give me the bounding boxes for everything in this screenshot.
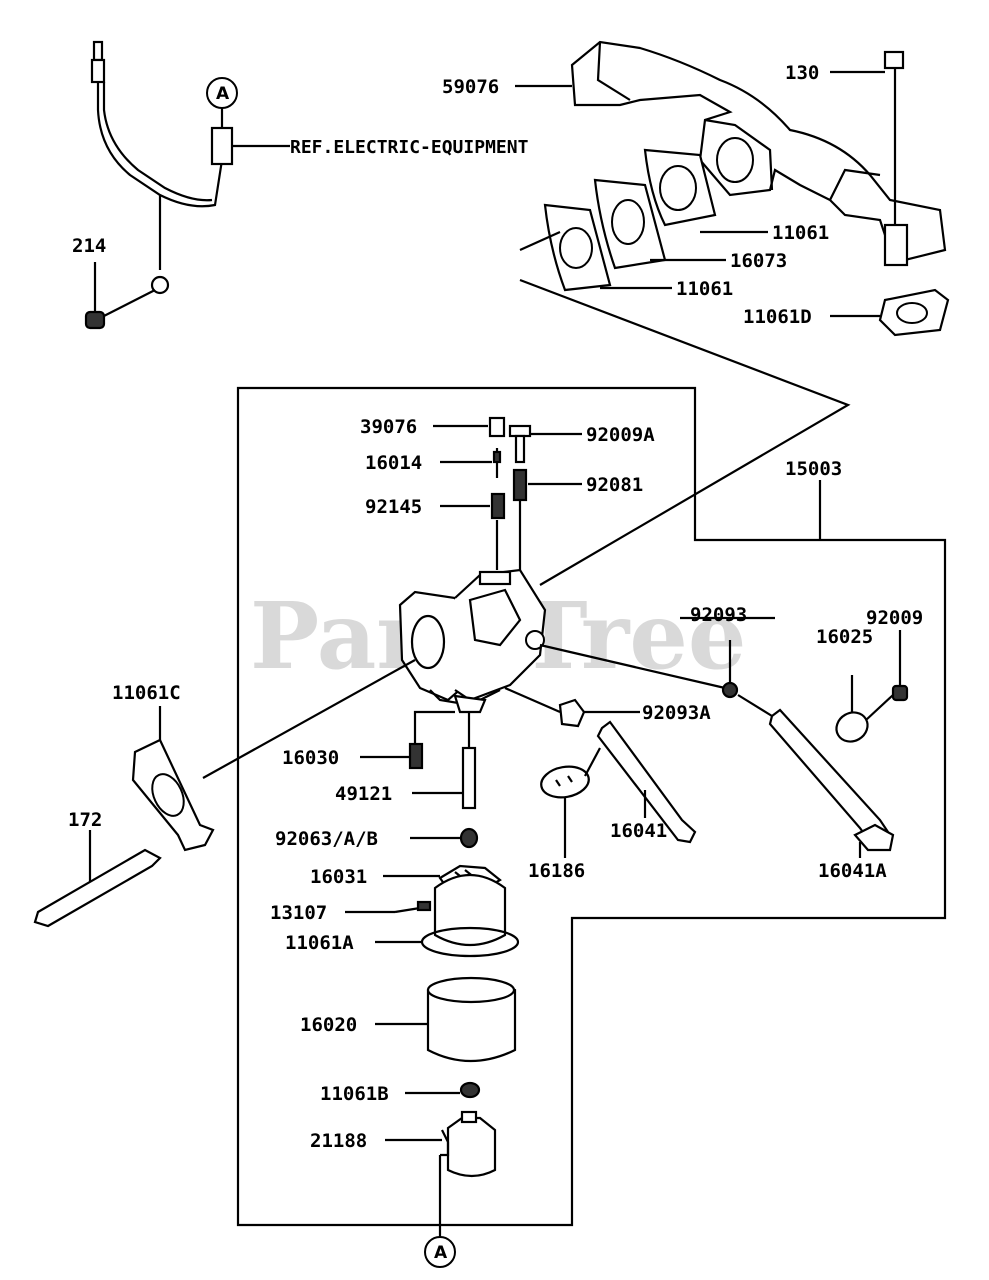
carb-throttle-axis [539,643,726,690]
label-59076: 59076 [442,76,499,98]
jet-16030 [408,742,424,770]
label-16073: 16073 [730,250,787,272]
label-172: 172 [68,809,102,831]
solenoid-21188 [440,1110,497,1178]
label-214: 214 [72,235,106,257]
screw-39076 [488,416,506,438]
gasket-11061C [131,706,215,852]
plate-16186 [540,747,601,858]
label-92093: 92093 [690,604,747,626]
label-11061D: 11061D [743,306,812,328]
shaft-16041A [737,694,895,852]
label-11061-a: 11061 [772,222,829,244]
gasket-11061-bottom [543,203,612,292]
screw-92009 [865,630,909,721]
plate-16025 [835,675,869,743]
gasket-stack-line [519,230,561,252]
label-92009A: 92009A [586,424,655,446]
stud-172 [33,830,162,928]
label-16025: 16025 [816,626,873,648]
needle-16014 [492,448,502,478]
label-16031: 16031 [310,866,367,888]
ref-electric-equipment-label: REF.ELECTRIC-EQUIPMENT [290,137,529,158]
washer-92063 [459,827,479,849]
carburetor-body-part [398,568,547,714]
label-16014: 16014 [365,452,422,474]
label-92063: 92063/A/B [275,828,378,850]
assembly-box-15003 [236,386,947,1227]
screw-92009A [508,424,532,464]
label-16186: 16186 [528,860,585,882]
carb-pilot-lines [495,500,522,575]
carb-idle-axis [504,686,561,714]
label-92145: 92145 [365,496,422,518]
label-21188: 21188 [310,1130,367,1152]
nut-92093A [558,698,586,728]
gasket-11061-top [643,148,717,227]
label-11061C: 11061C [112,682,181,704]
label-16041A: 16041A [818,860,887,882]
ref-circle-bottom: A [424,1236,456,1268]
label-13107: 13107 [270,902,327,924]
label-92009: 92009 [866,607,923,629]
ref-circle-top-letter: A [216,84,230,104]
gasket-11061B [459,1081,481,1099]
exhaust-manifold-part [570,40,947,267]
label-16041: 16041 [610,820,667,842]
label-130: 130 [785,62,819,84]
label-92081: 92081 [586,474,643,496]
nozzle-49121 [461,712,477,810]
label-16030: 16030 [282,747,339,769]
label-11061A: 11061A [285,932,354,954]
spring-92081 [512,468,528,502]
ignition-wire-part [84,40,234,330]
label-49121: 49121 [335,783,392,805]
label-15003: 15003 [785,458,842,480]
float-bowl-16020 [426,976,517,1063]
label-39076: 39076 [360,416,417,438]
ref-circle-bottom-letter: A [434,1243,448,1263]
bowl-body-part [420,873,520,958]
label-92093A: 92093A [642,702,711,724]
label-11061B: 11061B [320,1083,389,1105]
gasket-11061D [878,288,950,337]
assembly-axis-line [519,278,851,586]
lever-16041 [596,720,697,844]
ref-circle-top: A [206,77,238,128]
spacer-16073 [593,178,667,270]
spring-92145 [490,492,506,520]
pin-13107 [394,900,432,914]
nut-92093 [721,640,739,699]
carb-intake-axis [202,659,416,779]
label-11061-b: 11061 [676,278,733,300]
label-16020: 16020 [300,1014,357,1036]
